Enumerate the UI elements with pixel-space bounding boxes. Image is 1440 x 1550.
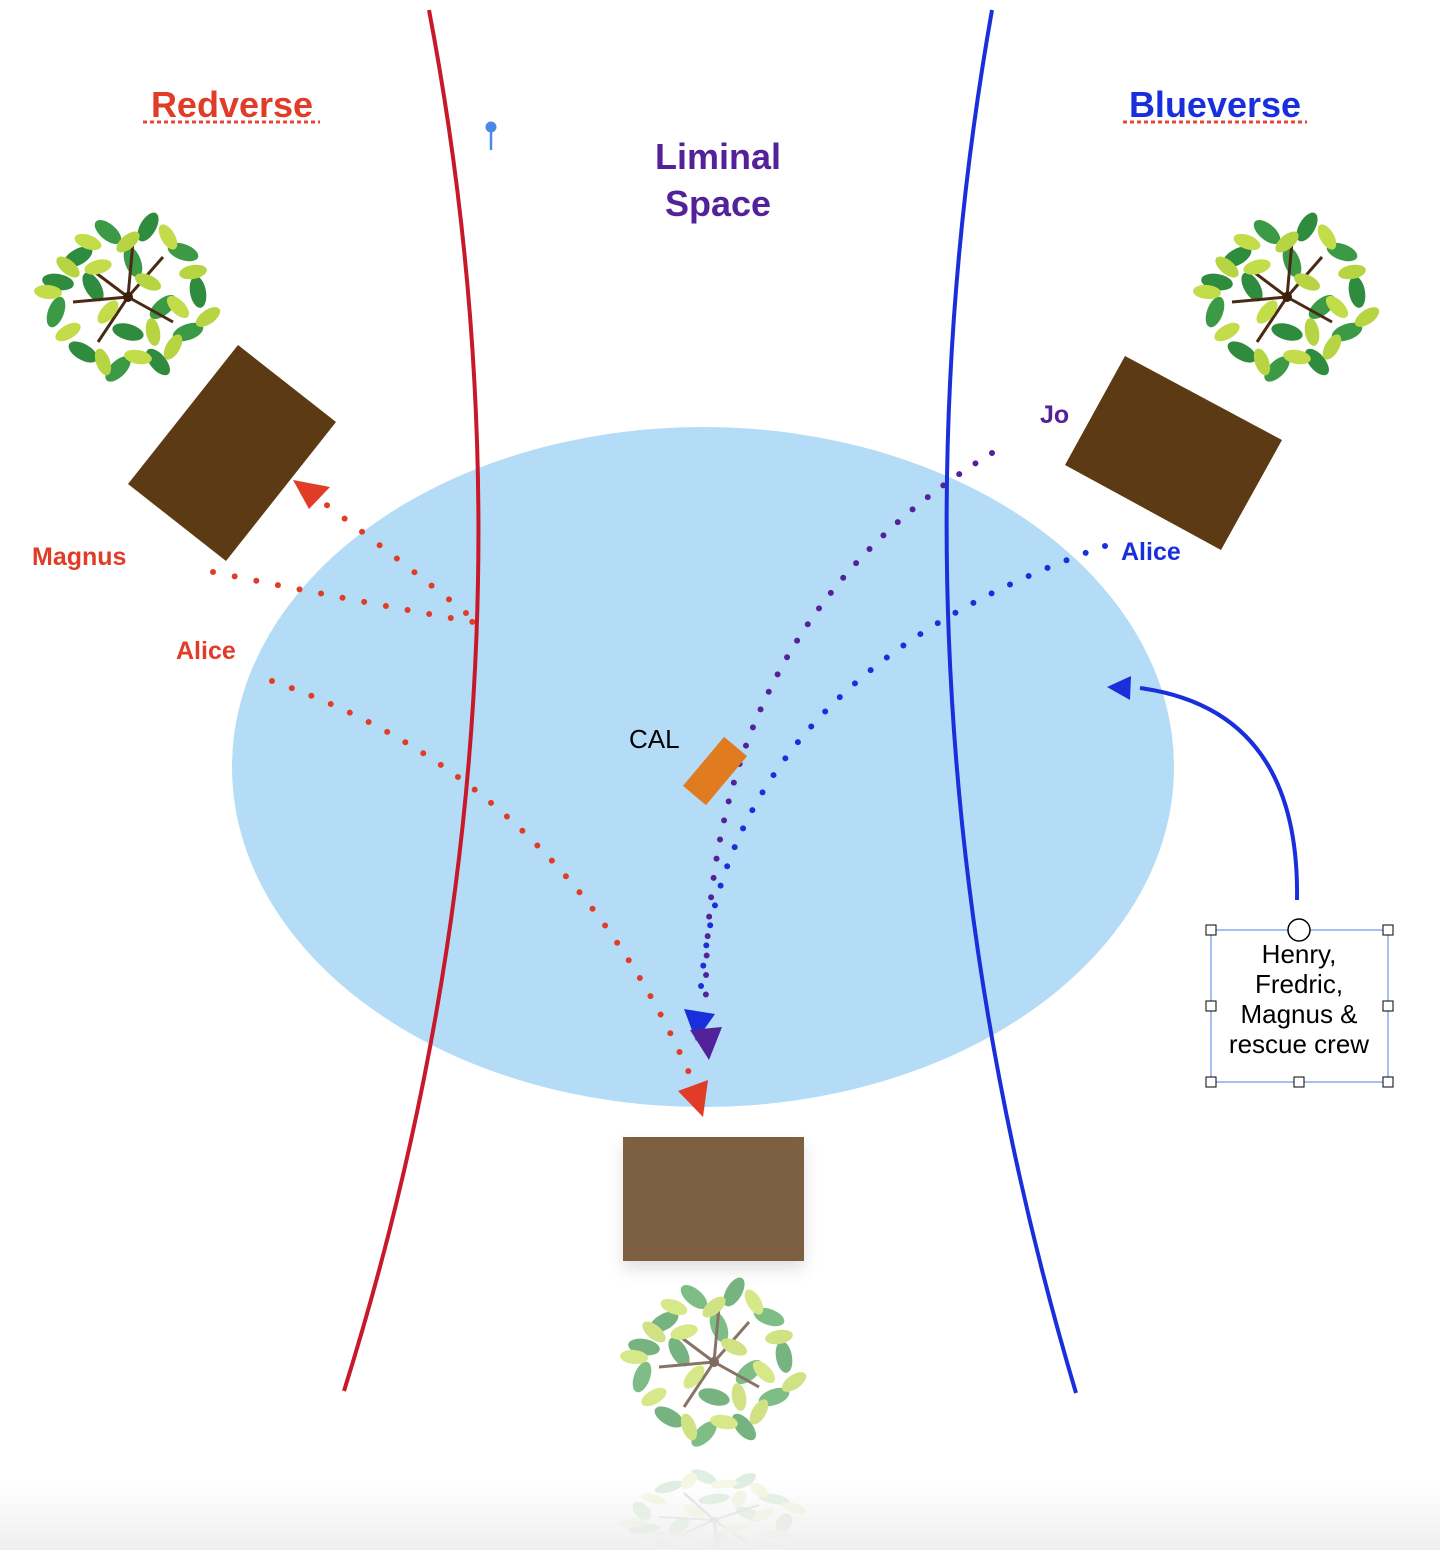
tree-redverse[interactable] bbox=[31, 207, 225, 388]
resize-handle-middle-left[interactable] bbox=[1205, 1000, 1217, 1012]
tree-bottom-faded[interactable] bbox=[617, 1272, 811, 1453]
label-cal[interactable]: CAL bbox=[629, 724, 680, 754]
rescue-crew-arrow[interactable] bbox=[1139, 686, 1300, 901]
text-box-line-1: Henry, bbox=[1262, 939, 1337, 969]
path-magnus-to-building[interactable] bbox=[317, 497, 469, 616]
rotate-handle[interactable] bbox=[1287, 918, 1311, 942]
building-bottom[interactable] bbox=[623, 1137, 804, 1261]
blueverse-title[interactable]: Blueverse bbox=[1129, 84, 1301, 125]
resize-handle-top-left[interactable] bbox=[1205, 924, 1217, 936]
text-box-line-4: rescue crew bbox=[1229, 1029, 1369, 1059]
label-alice-red[interactable]: Alice bbox=[176, 637, 236, 665]
label-magnus-red[interactable]: Magnus bbox=[32, 543, 126, 571]
liminal-title-line2[interactable]: Space bbox=[665, 183, 771, 224]
arrowhead-alice-blue bbox=[684, 1009, 715, 1041]
rescue-crew-arrowhead bbox=[1107, 676, 1131, 700]
resize-handle-bottom-right[interactable] bbox=[1382, 1076, 1394, 1088]
resize-handle-top-right[interactable] bbox=[1382, 924, 1394, 936]
text-box-line-2: Fredric, bbox=[1255, 969, 1343, 999]
arrowhead-magnus bbox=[293, 480, 330, 509]
path-alice-blue[interactable] bbox=[697, 543, 1108, 1003]
arrowhead-alice-red bbox=[678, 1080, 708, 1117]
text-box-line-3: Magnus & bbox=[1240, 999, 1357, 1029]
label-alice-blue[interactable]: Alice bbox=[1121, 538, 1181, 566]
path-alice-red[interactable] bbox=[269, 678, 693, 1078]
cal-object[interactable] bbox=[682, 736, 748, 806]
selected-text-box[interactable]: Henry, Fredric, Magnus & rescue crew bbox=[1205, 918, 1394, 1088]
blueverse-boundary-line[interactable] bbox=[944, 9, 1078, 1394]
label-jo[interactable]: Jo bbox=[1040, 401, 1069, 429]
pin-marker-icon[interactable] bbox=[485, 121, 497, 151]
path-magnus-red[interactable] bbox=[210, 569, 487, 627]
tree-bottom-reflection bbox=[617, 1465, 811, 1550]
building-redverse[interactable] bbox=[128, 345, 336, 561]
resize-handle-bottom-middle[interactable] bbox=[1293, 1076, 1305, 1088]
liminal-title-line1[interactable]: Liminal bbox=[655, 136, 781, 177]
arrowhead-jo bbox=[690, 1027, 722, 1060]
resize-handle-middle-right[interactable] bbox=[1382, 1000, 1394, 1012]
building-blueverse[interactable] bbox=[1065, 356, 1282, 550]
resize-handle-bottom-left[interactable] bbox=[1205, 1076, 1217, 1088]
redverse-boundary-line[interactable] bbox=[342, 9, 481, 1392]
tree-blueverse[interactable] bbox=[1190, 207, 1384, 388]
redverse-title[interactable]: Redverse bbox=[151, 84, 313, 125]
